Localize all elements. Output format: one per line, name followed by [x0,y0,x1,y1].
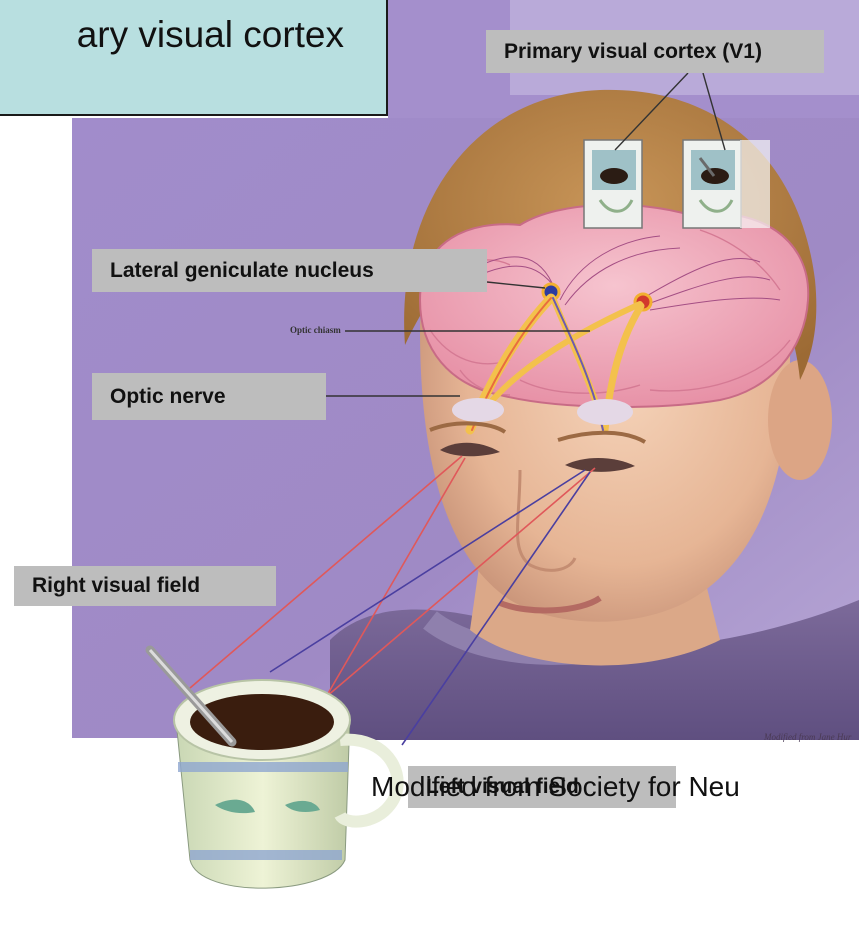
label-optic-chiasm: Optic chiasm [290,325,341,335]
v1-panel-shadow [740,140,770,228]
eye-socket-right [577,399,633,425]
v1-cup-left [584,140,642,228]
eye-socket-left [452,398,504,422]
label-lateral-geniculate-nucleus: Lateral geniculate nucleus [92,249,487,292]
label-right-visual-field: Right visual field [14,566,276,606]
artwork-credit: Modified from Jane Hur [764,732,851,742]
slide-title: ary visual cortex [77,14,344,56]
v1-cup-right [683,140,741,228]
title-box: ary visual cortex [0,0,388,116]
label-primary-visual-cortex: Primary visual cortex (V1) [486,30,824,73]
source-credit: Modified from Society for Neu [371,771,740,803]
label-optic-nerve: Optic nerve [92,373,326,420]
